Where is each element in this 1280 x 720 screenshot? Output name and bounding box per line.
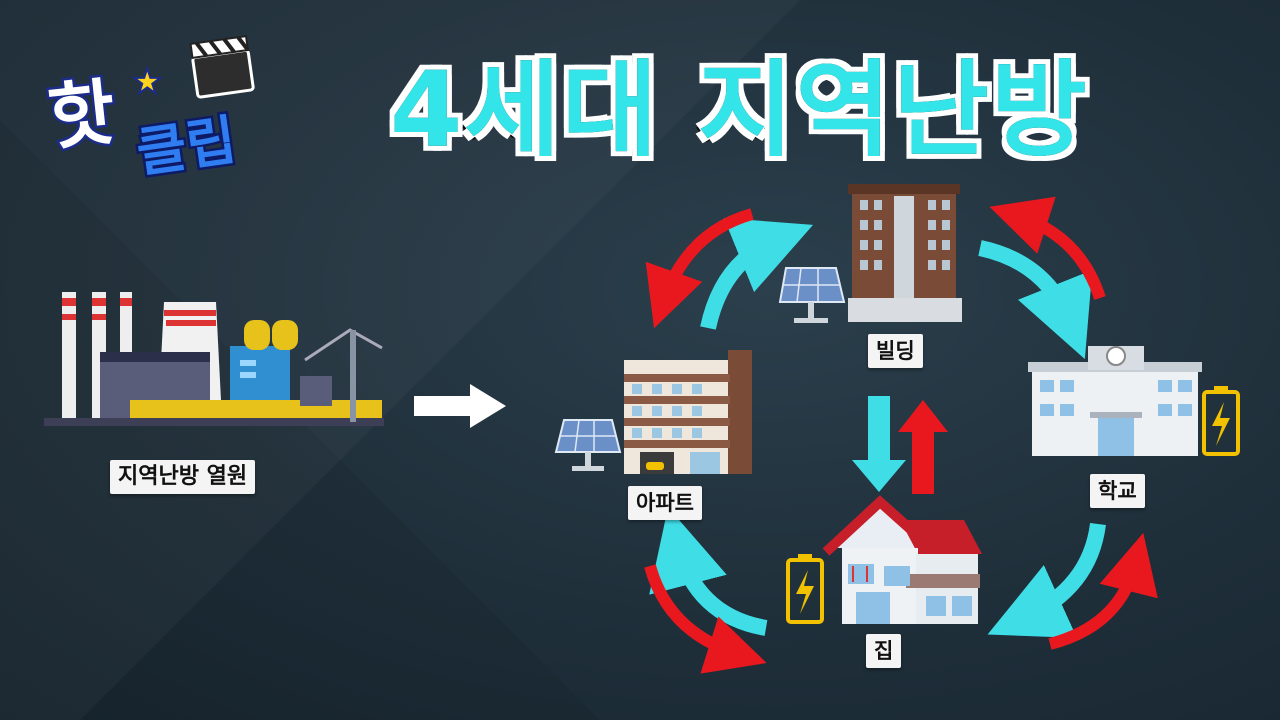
cyan-arrow: [649, 507, 768, 636]
cyan-arrow: [978, 240, 1093, 360]
factory-icon: [44, 292, 384, 426]
school-label: 학교: [1090, 474, 1145, 508]
red-arrow: [989, 196, 1106, 300]
page-title: 4세대 지역난방: [387, 46, 1090, 174]
apartment-icon: [624, 350, 752, 474]
red-arrow: [644, 564, 767, 674]
cyan-arrow: [700, 218, 814, 330]
house-label: 집: [866, 634, 902, 668]
cyan-arrow: [987, 522, 1106, 638]
solar-panel-icon: [554, 419, 622, 471]
building-label: 빌딩: [868, 334, 923, 368]
apartment-label: 아파트: [628, 486, 702, 520]
school-icon: [1028, 346, 1202, 456]
solar-panel-icon: [778, 267, 846, 323]
house-icon: [822, 495, 982, 624]
heat-source-label: 지역난방 열원: [110, 460, 256, 494]
battery-icon: [786, 554, 824, 624]
red-up-arrow: [898, 400, 948, 494]
flow-arrow-icon: [414, 384, 506, 428]
clapperboard-icon: [189, 35, 255, 99]
red-arrow: [645, 208, 754, 329]
office-building-icon: [848, 184, 962, 322]
star-icon: ★: [131, 61, 164, 103]
red-arrow: [1048, 532, 1158, 650]
cyan-down-arrow: [852, 396, 906, 492]
channel-logo: 핫 ★ 클립: [40, 30, 280, 200]
battery-icon: [1202, 386, 1240, 456]
